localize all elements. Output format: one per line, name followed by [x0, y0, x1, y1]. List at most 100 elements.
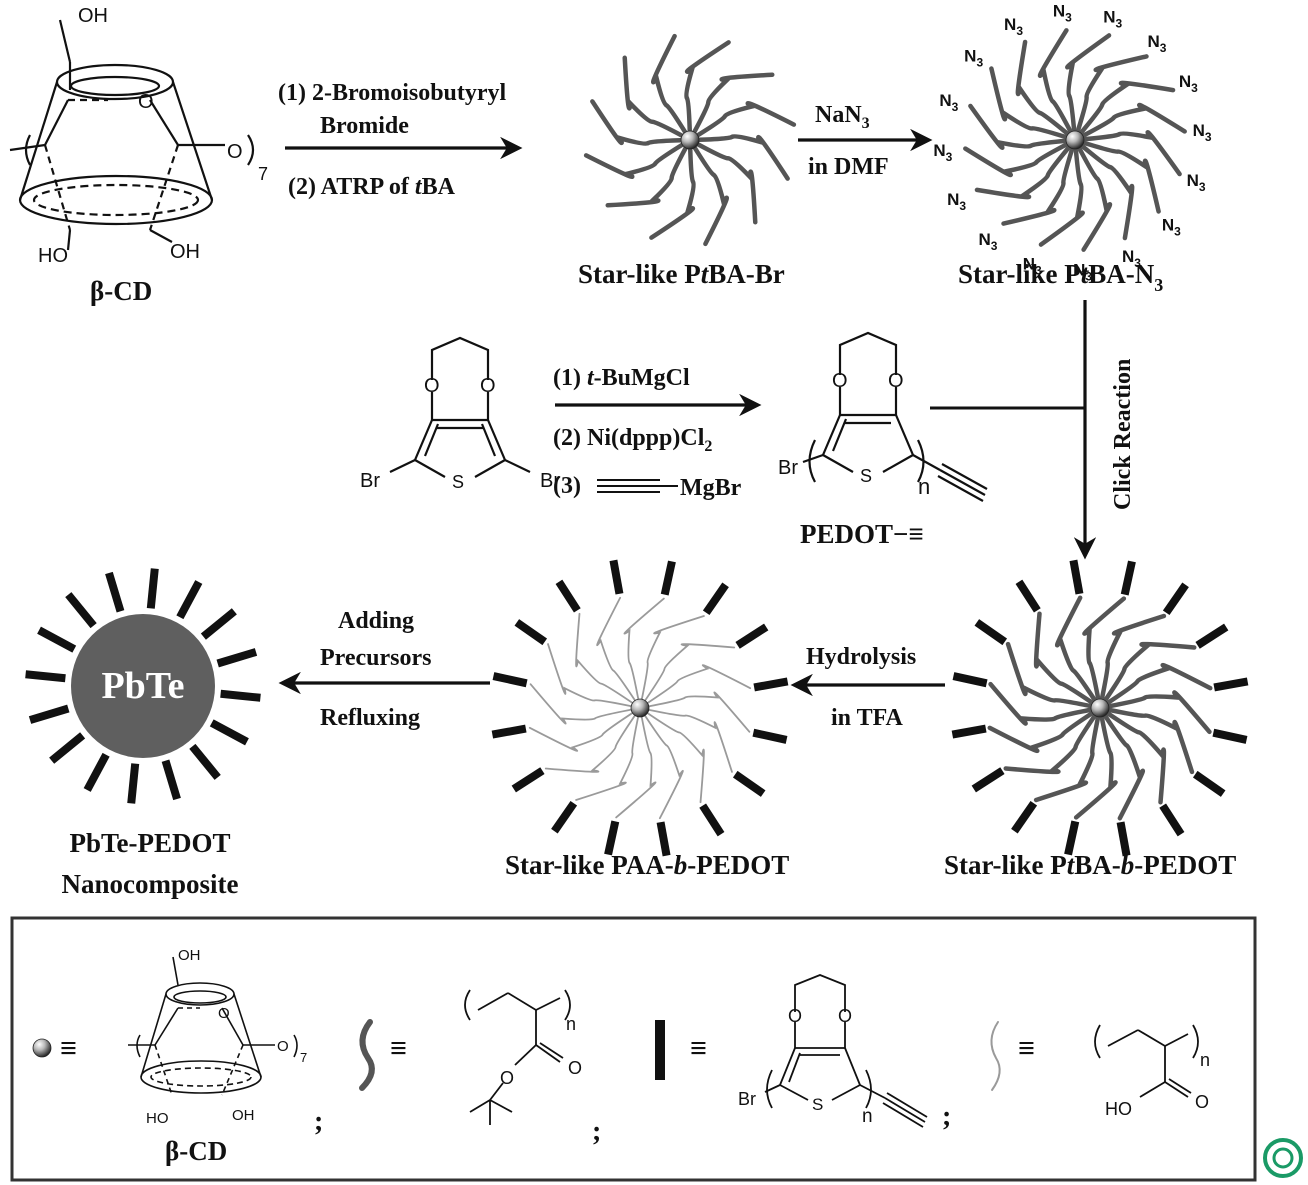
pedot-n: n — [918, 474, 930, 499]
star-arm — [1037, 28, 1078, 143]
cd-oh-top: OH — [78, 5, 108, 27]
pedot-rod — [65, 592, 97, 629]
pedot-block — [551, 800, 578, 834]
legend-pedot-s: S — [812, 1095, 823, 1114]
pedot-rod — [28, 704, 70, 724]
legend-cd-ho: HO — [146, 1110, 169, 1127]
legend-cd-o2: O — [277, 1038, 289, 1055]
pedot-block — [1011, 800, 1038, 834]
azide-label: N3 — [979, 230, 998, 253]
pedot-o2: O — [888, 370, 904, 392]
step3-line3-post: MgBr — [680, 475, 742, 501]
pedot-block — [656, 821, 671, 857]
pedot-block — [1069, 559, 1084, 595]
star-arm — [987, 705, 1103, 754]
legend-cd-o: O — [218, 1005, 230, 1022]
star-arm — [1005, 641, 1103, 711]
pedot-block — [492, 672, 528, 688]
pedot-block — [752, 728, 788, 744]
cd-core-ball-icon — [1065, 130, 1085, 150]
pbte-core-label: PbTe — [101, 665, 184, 707]
star-arm — [623, 597, 665, 709]
star-arm — [687, 137, 729, 247]
pedot-block — [735, 623, 769, 649]
star-arm — [1033, 705, 1103, 803]
star-arm — [615, 707, 657, 819]
step3-line3-pre: (3) — [553, 473, 581, 499]
star-arm — [1082, 596, 1127, 711]
star-arm — [639, 664, 752, 709]
ptba-n3-label: Star-like PtBA-N3 — [958, 259, 1163, 295]
star-arm — [590, 99, 693, 146]
star-arm — [649, 137, 696, 240]
pedot-rod — [146, 568, 159, 609]
star-arm — [639, 615, 705, 709]
pedot-rod — [216, 648, 258, 668]
pedot-block — [971, 767, 1005, 793]
pedot-o1: O — [832, 370, 848, 392]
star-arm — [528, 707, 641, 752]
azide-label: N3 — [939, 91, 958, 114]
circular-logo-icon — [1263, 1138, 1303, 1178]
star-arm — [687, 134, 790, 181]
ptba-pedot-label: Star-like PtBA-b-PEDOT — [944, 850, 1236, 880]
adding-line1: Adding — [338, 608, 414, 634]
legend-pedot-br: Br — [738, 1089, 756, 1109]
legend-semicolon-3: ; — [942, 1101, 951, 1132]
star-arm — [1072, 80, 1176, 143]
legend-pedot-o2: O — [838, 1006, 852, 1026]
beta-cd-structure — [9, 19, 255, 251]
monomer-br-left: Br — [360, 470, 380, 492]
star-arm — [1033, 611, 1103, 711]
pedot-rod — [209, 719, 249, 746]
pedot-block — [974, 619, 1008, 646]
star-arm — [639, 691, 751, 733]
pedot-block — [1212, 728, 1248, 744]
star-arm — [1073, 705, 1118, 820]
pedot-rod — [25, 670, 66, 683]
pbte-core — [71, 614, 215, 758]
pedot-block — [609, 559, 624, 595]
star-arm — [988, 681, 1103, 726]
star-arm — [1038, 137, 1085, 247]
azide-label: N3 — [1179, 72, 1198, 95]
pedot-alkyne-structure — [802, 331, 988, 502]
legend-beta-cd-structure — [128, 956, 298, 1096]
nanocomposite-line1: PbTe-PEDOT — [69, 828, 230, 858]
pedot-block — [1015, 579, 1041, 613]
monomer-s: S — [452, 472, 464, 492]
star-arm — [529, 683, 641, 725]
pedot-rod — [83, 752, 110, 792]
star-arm — [989, 66, 1078, 143]
pedot-block — [660, 560, 676, 596]
step3-line1: (1) t-BuMgCl — [553, 365, 690, 391]
legend-semicolon-2: ; — [592, 1116, 601, 1147]
star-ptba-br — [583, 33, 797, 247]
azide-label: N3 — [1162, 215, 1181, 238]
star-arm — [1097, 705, 1195, 775]
star-arm — [575, 707, 641, 801]
star-arm — [1097, 613, 1167, 711]
star-ptba-n3 — [963, 28, 1187, 252]
star-arm — [1072, 137, 1113, 252]
azide-label: N3 — [1103, 7, 1122, 30]
legend-ptba-arm-icon — [359, 1019, 375, 1091]
azide-label: N3 — [1004, 15, 1023, 38]
alkyne-triple-bond — [597, 479, 678, 493]
pedot-rod — [127, 763, 140, 804]
cd-core-ball-icon — [680, 130, 700, 150]
nanocomposite-line2: Nanocomposite — [62, 869, 239, 899]
legend-ptba-n: n — [566, 1014, 576, 1034]
cd-ring-oxygen: O — [138, 91, 154, 113]
azide-label: N3 — [933, 141, 952, 164]
star-arm — [575, 612, 641, 709]
star-arm — [1097, 662, 1213, 711]
star-arm — [1072, 54, 1149, 143]
star-arm — [1097, 690, 1212, 735]
paa-pedot-label: Star-like PAA-b-PEDOT — [505, 850, 789, 880]
cd-core-ball-icon — [630, 698, 650, 718]
legend-ptba-o2: O — [500, 1068, 514, 1088]
star-arm — [583, 137, 693, 179]
azide-label: N3 — [1187, 171, 1206, 194]
star-arm — [684, 40, 731, 143]
